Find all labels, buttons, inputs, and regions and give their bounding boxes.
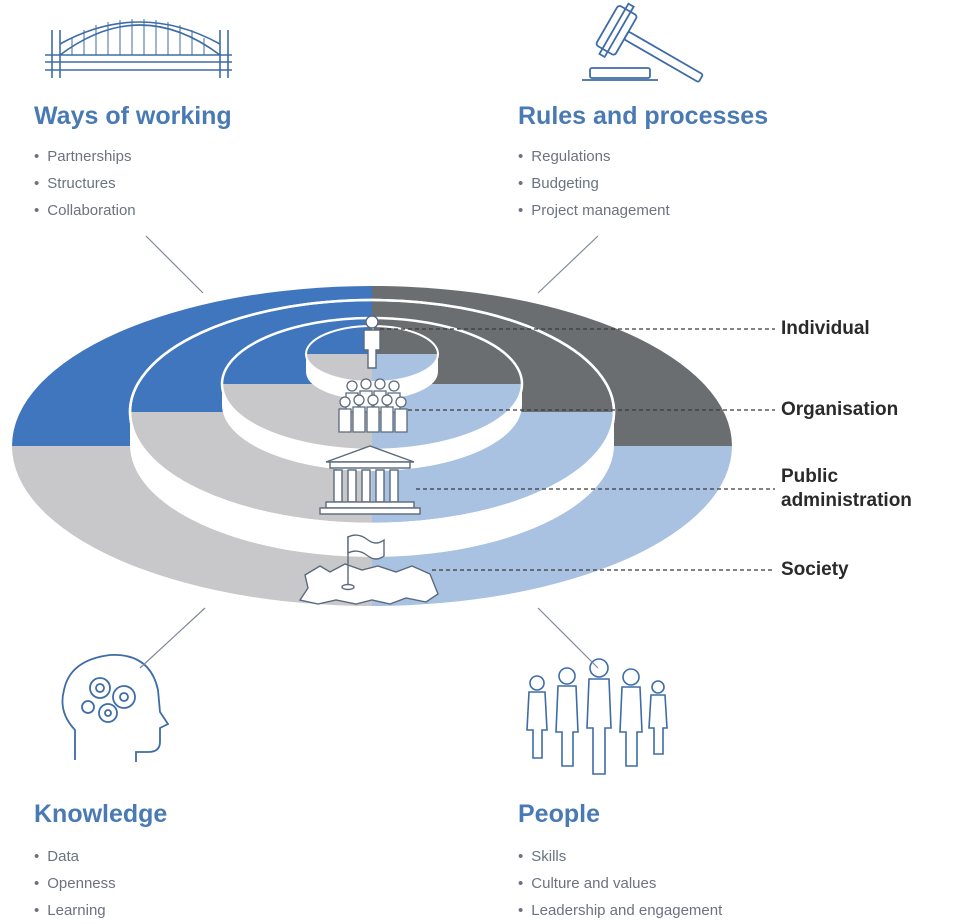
list-item: Project management [518, 197, 669, 224]
level-label-public-administration: Public administration [781, 466, 912, 511]
ways-of-working-list: Partnerships Structures Collaboration [34, 143, 136, 224]
list-item: Collaboration [34, 197, 135, 224]
list-item: Budgeting [518, 170, 670, 197]
level-label-society: Society [781, 559, 849, 580]
tier-individual [305, 318, 439, 400]
person-icon [363, 315, 381, 369]
people-list: Skills Culture and values Leadership and… [518, 843, 722, 924]
list-item: Partnerships [34, 143, 136, 170]
connector-rules [537, 235, 599, 294]
gavel-icon [582, 2, 704, 83]
people-title: People [518, 800, 600, 828]
list-item: Openness [34, 870, 115, 897]
knowledge-title: Knowledge [34, 800, 168, 828]
list-item: Regulations [518, 143, 670, 170]
list-item: Culture and values [518, 870, 722, 897]
connector-people [537, 607, 599, 669]
list-item: Learning [34, 897, 116, 924]
list-item: Structures [34, 170, 136, 197]
head-gears-icon [61, 654, 170, 762]
connector-lines [139, 235, 599, 669]
ways-of-working-title: Ways of working [34, 102, 232, 130]
leader-lines [380, 328, 775, 571]
rules-and-processes-title: Rules and processes [518, 102, 769, 130]
list-item: Skills [518, 843, 722, 870]
group-icon [338, 378, 408, 433]
connector-ways [145, 235, 204, 294]
connector-knowledge [139, 607, 206, 669]
list-item: Leadership and engagement [518, 897, 722, 924]
people-group-icon [526, 658, 668, 775]
level-label-individual: Individual [781, 318, 870, 339]
knowledge-list: Data Openness Learning [34, 843, 116, 924]
rules-and-processes-list: Regulations Budgeting Project management [518, 143, 670, 224]
flag-map-icon [298, 534, 439, 605]
level-label-organisation: Organisation [781, 399, 899, 420]
building-icon [319, 445, 421, 515]
bridge-icon [45, 19, 232, 78]
list-item: Data [34, 843, 116, 870]
